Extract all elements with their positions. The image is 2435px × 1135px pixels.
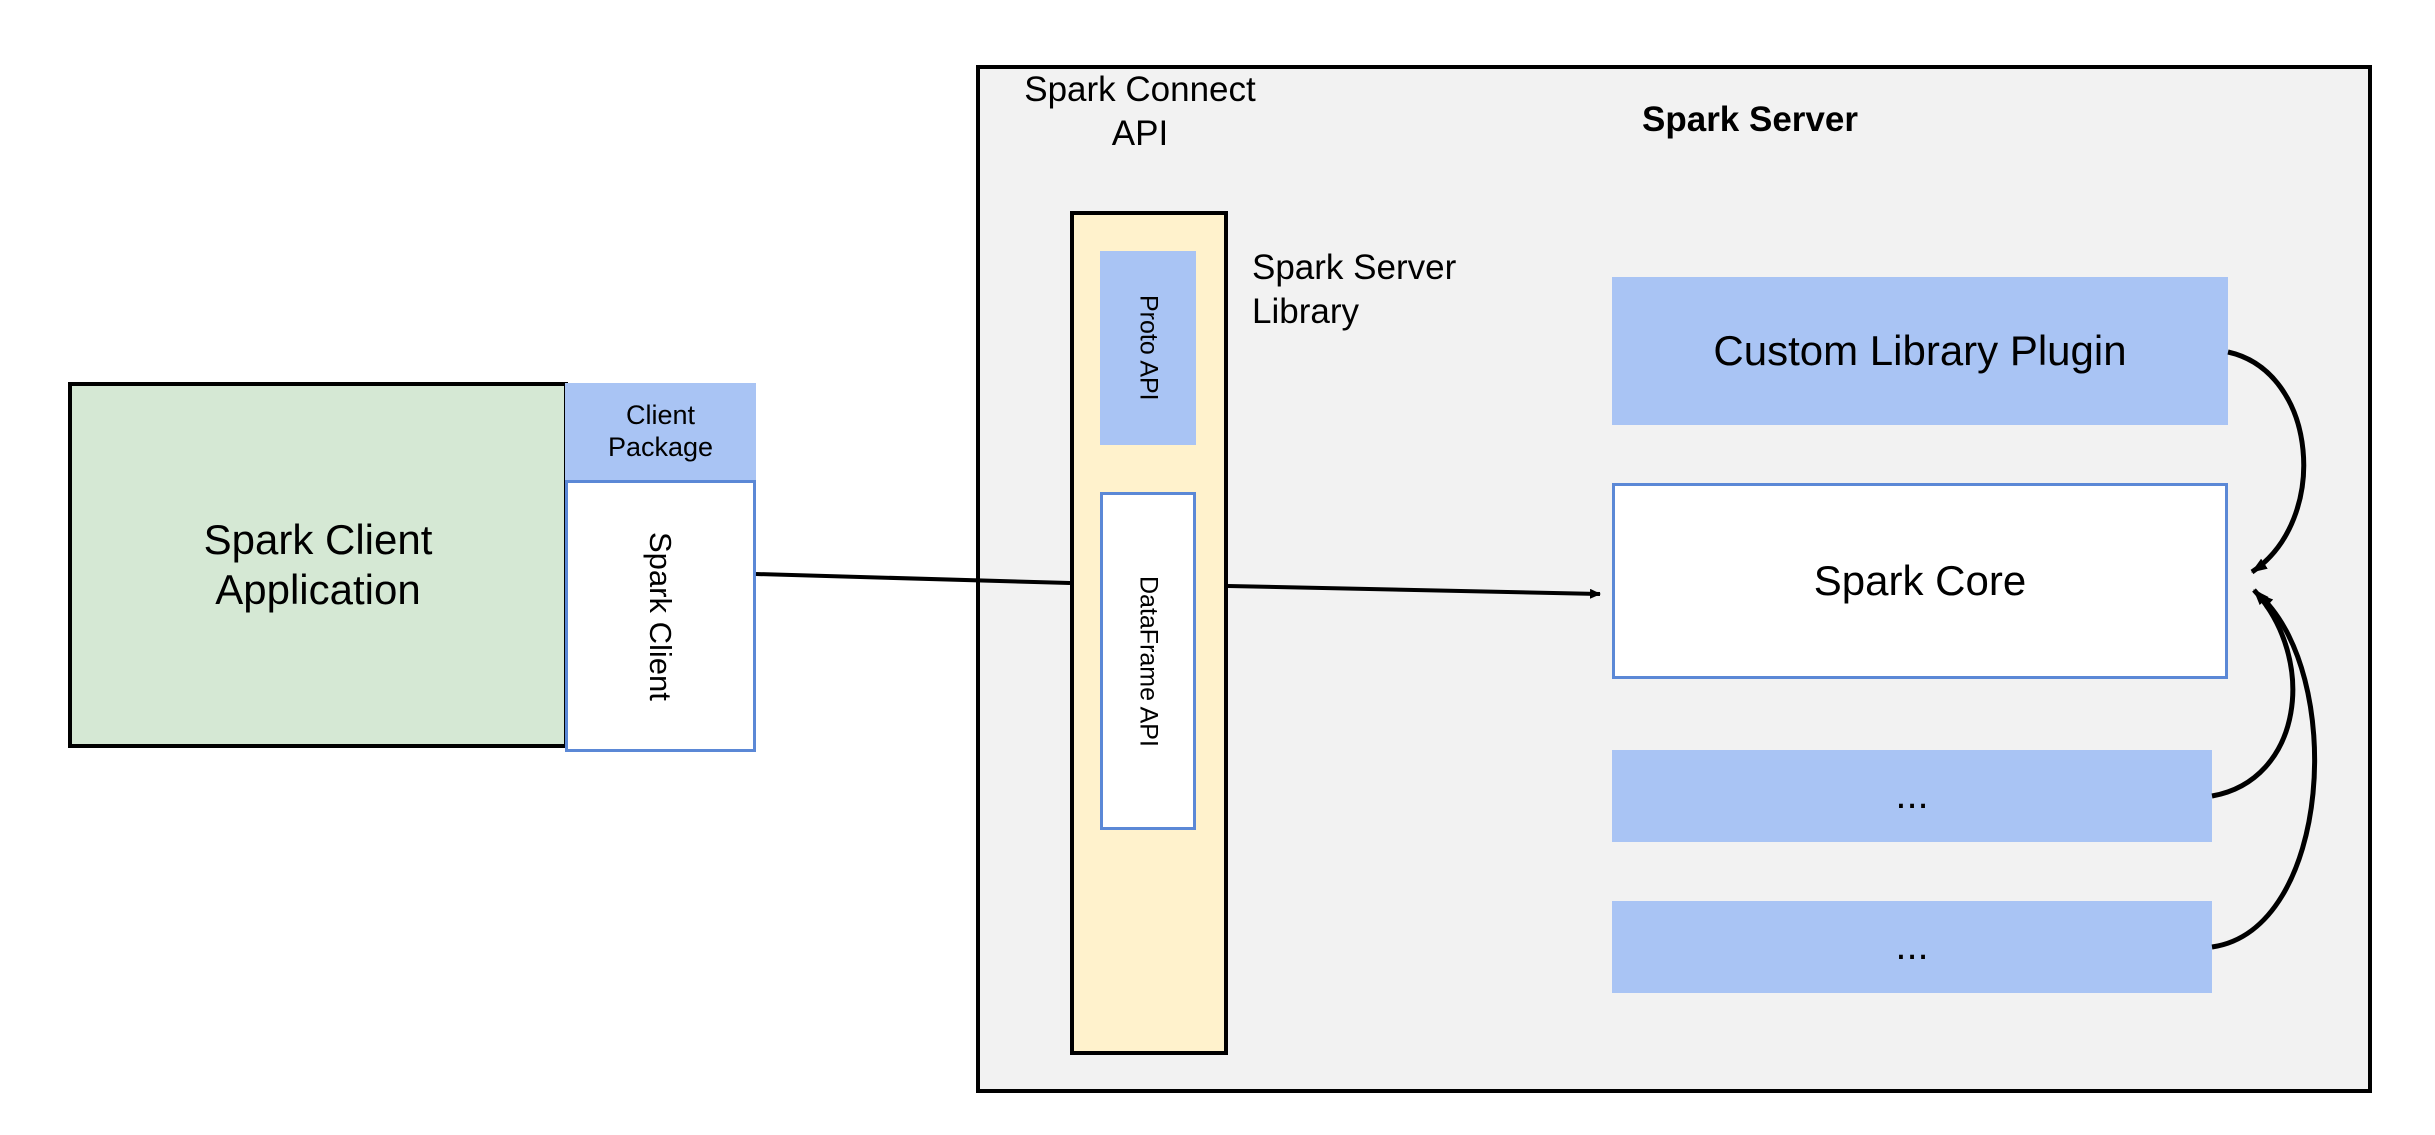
proto-api-box[interactable]: Proto API: [1100, 251, 1196, 445]
ellipsis-label-2: ...: [1895, 924, 1929, 969]
dataframe-api-label: DataFrame API: [1134, 575, 1163, 747]
spark-client-application-label-line2: Application: [215, 566, 421, 613]
spark-connect-api-label-line2: API: [1111, 113, 1169, 153]
dataframe-api-box[interactable]: DataFrame API: [1100, 492, 1196, 830]
spark-connect-api-label-line1: Spark Connect: [1024, 70, 1256, 109]
spark-client-application-box[interactable]: Spark Client Application: [68, 382, 568, 748]
spark-client-application-label-line1: Spark Client: [203, 516, 433, 564]
custom-library-plugin-label: Custom Library Plugin: [1713, 327, 2127, 375]
server-plugin-placeholder-box-2[interactable]: ...: [1612, 901, 2212, 993]
client-package-box[interactable]: Client Package: [565, 383, 756, 480]
spark-client-box[interactable]: Spark Client: [565, 480, 756, 752]
spark-server-library-label-line2: Library: [1252, 291, 1359, 331]
spark-connect-api-label: Spark Connect API: [990, 68, 1290, 156]
proto-api-label: Proto API: [1134, 295, 1163, 401]
server-plugin-placeholder-box-1[interactable]: ...: [1612, 750, 2212, 842]
ellipsis-label-1: ...: [1895, 773, 1929, 818]
spark-server-library-label-line1: Spark Server: [1252, 248, 1457, 287]
client-package-label-line2: Package: [607, 431, 714, 462]
spark-core-box[interactable]: Spark Core: [1612, 483, 2228, 679]
custom-library-plugin-box[interactable]: Custom Library Plugin: [1612, 277, 2228, 425]
spark-core-label: Spark Core: [1813, 557, 2027, 605]
spark-server-title: Spark Server: [1642, 100, 1858, 139]
spark-server-library-label: Spark Server Library: [1252, 246, 1582, 334]
client-package-label-line1: Client: [625, 399, 695, 430]
spark-client-label: Spark Client: [643, 531, 678, 701]
